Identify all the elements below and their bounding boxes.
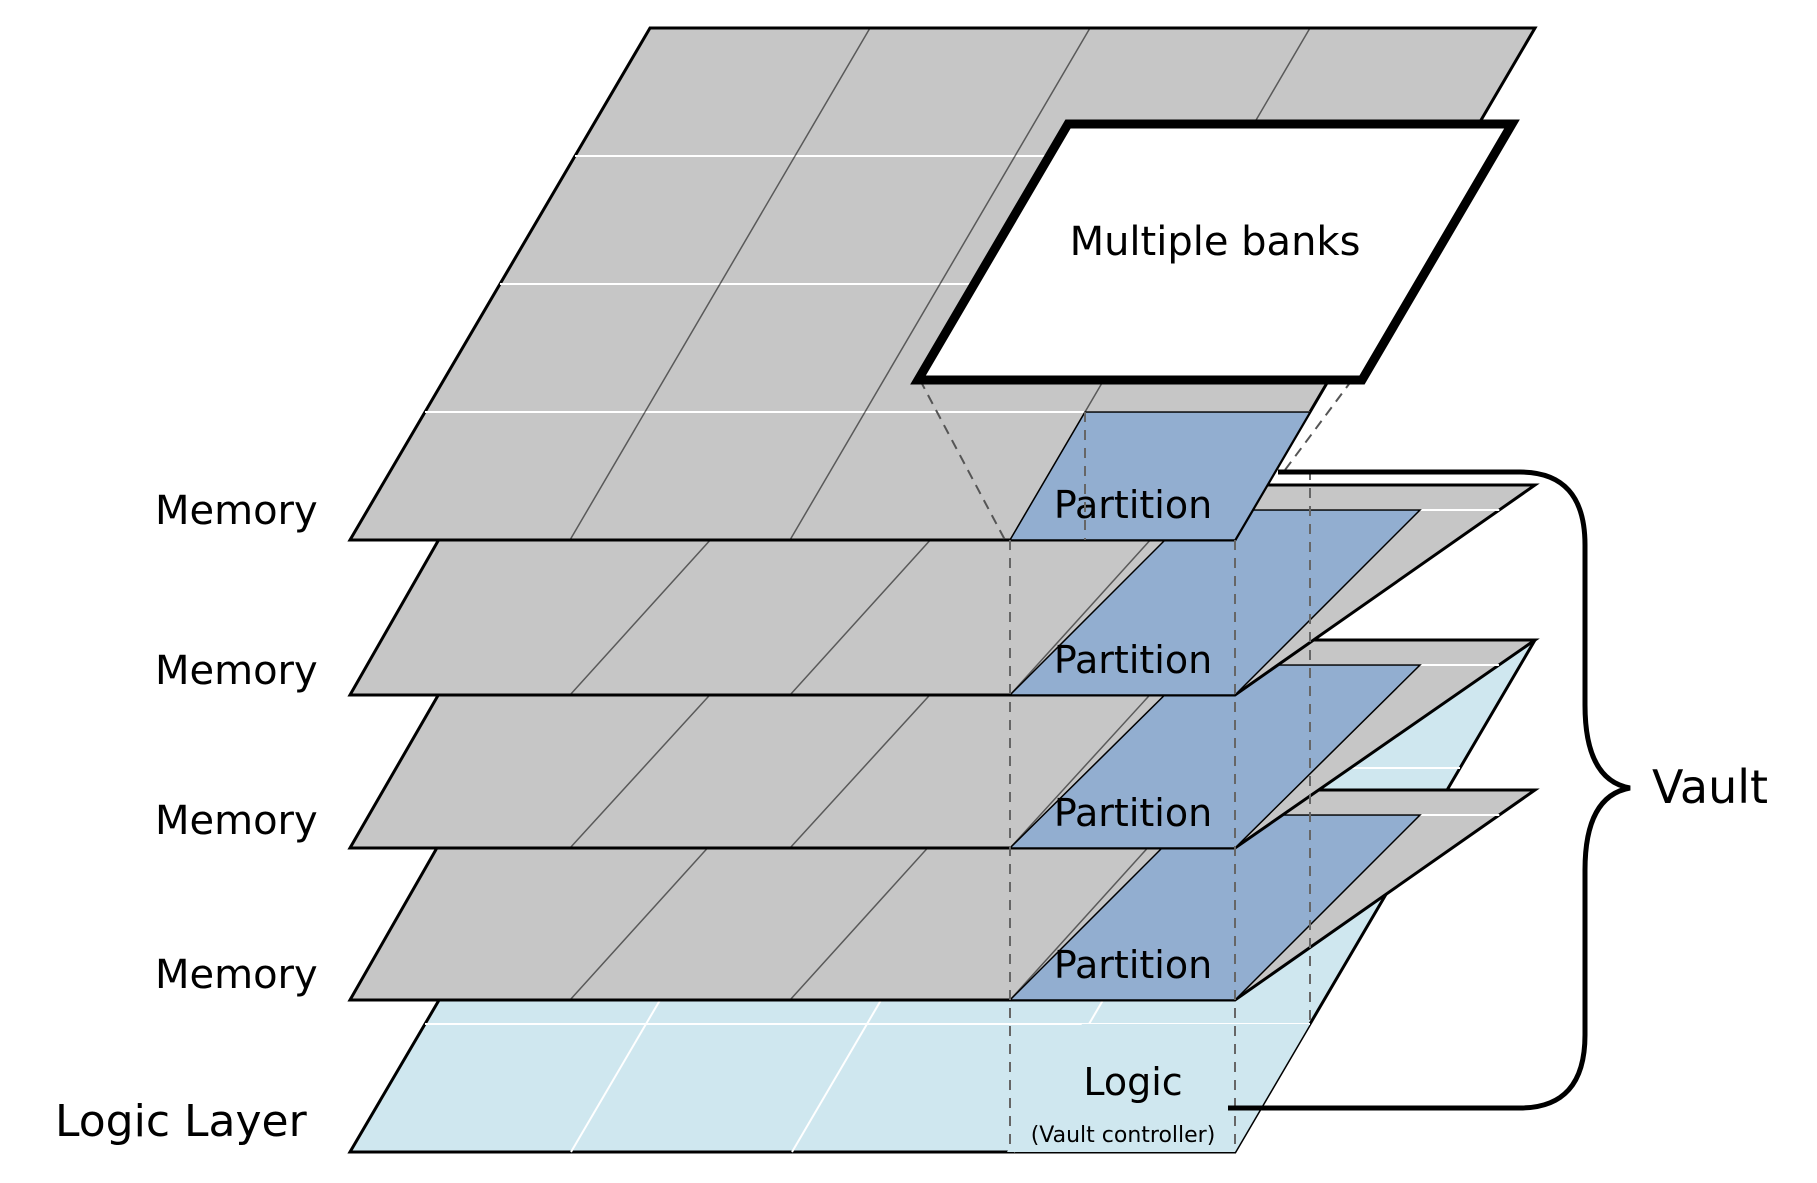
partition-label: Partition [1054, 943, 1212, 987]
multiple-banks-label: Multiple banks [1070, 219, 1361, 265]
memory-layer-2: Partition [347, 483, 1540, 697]
partition-label: Partition [1054, 791, 1212, 835]
memory-label-1: Memory [155, 488, 318, 534]
callout-line-right [1284, 379, 1353, 471]
partition-label: Partition [1054, 638, 1212, 682]
memory-label-3: Memory [155, 798, 318, 844]
callout-line-left [919, 379, 1006, 541]
vault-controller-label: (Vault controller) [1031, 1123, 1216, 1148]
logic-label: Logic [1083, 1060, 1182, 1104]
multiple-banks-box [910, 119, 1520, 385]
memory-grid-col-line [569, 27, 871, 541]
layer-labels: Memory Memory Memory Memory Logic Layer [55, 488, 318, 1147]
memory-label-2: Memory [155, 648, 318, 694]
partition-label: Partition [1054, 483, 1212, 527]
partition-cell [1008, 509, 1422, 696]
logic-layer-label: Logic Layer [55, 1096, 308, 1147]
multiple-banks-callout: Multiple banks [910, 119, 1520, 541]
vault-dashed-lines [1009, 412, 1311, 1152]
memory-grid-col-line [789, 27, 1091, 541]
vault-label: Vault [1652, 760, 1768, 814]
memory-label-4: Memory [155, 952, 318, 998]
vault-brace: Vault [1228, 469, 1768, 1111]
